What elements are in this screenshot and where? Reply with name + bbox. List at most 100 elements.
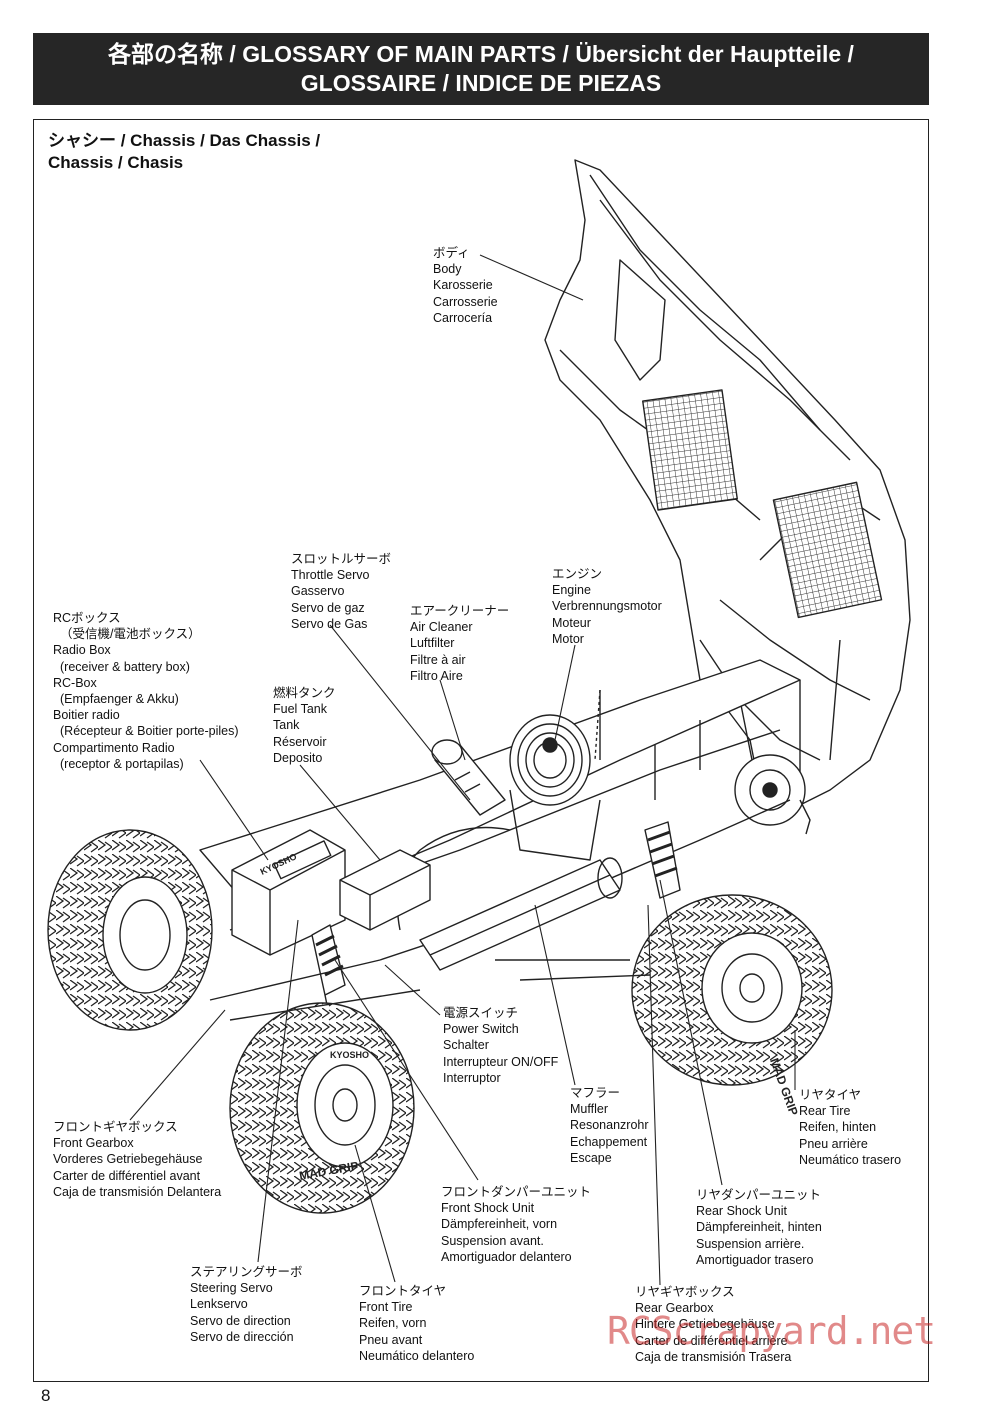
front-tire-maker: KYOSHO: [330, 1050, 369, 1060]
label-rear-tire-es: Neumático trasero: [799, 1152, 902, 1167]
label-radio-box-en: Radio Box: [53, 643, 111, 658]
label-air-cleaner-en: Air Cleaner: [410, 620, 473, 635]
label-air-cleaner: エアークリーナー Air Cleaner Luftfilter Filtre à…: [410, 603, 509, 684]
label-fuel-tank-en: Fuel Tank: [273, 702, 327, 717]
fuel-tank-shape: [339, 849, 431, 931]
label-body-de: Karosserie: [433, 278, 493, 293]
label-fuel-tank-fr: Réservoir: [273, 734, 327, 749]
label-radio-box-fr: Boitier radio: [53, 708, 120, 723]
label-front-gearbox-en: Front Gearbox: [53, 1136, 134, 1151]
label-muffler-fr: Echappement: [570, 1134, 648, 1149]
label-fuel-tank-ja: 燃料タンク: [273, 686, 336, 700]
engine: [509, 714, 601, 861]
label-power-switch-es: Interruptor: [443, 1070, 501, 1085]
label-rear-shock-es: Amortiguador trasero: [696, 1252, 814, 1267]
label-body-ja: ボディ: [433, 246, 470, 260]
label-rear-shock-ja: リヤダンパーユニット: [696, 1188, 822, 1202]
label-engine: エンジン Engine Verbrennungsmotor Moteur Mot…: [552, 566, 662, 647]
label-rear-gearbox-es: Caja de transmisión Trasera: [635, 1349, 792, 1364]
label-throttle-servo-es: Servo de Gas: [291, 616, 368, 631]
air-cleaner: [431, 739, 506, 816]
body-post: [799, 799, 811, 835]
label-engine-es: Motor: [552, 631, 584, 646]
label-rear-shock: リヤダンパーユニット Rear Shock Unit Dämpfereinhei…: [696, 1187, 822, 1268]
label-steering-servo: ステアリングサーボ Steering Servo Lenkservo Servo…: [190, 1264, 303, 1345]
label-air-cleaner-de: Luftfilter: [410, 636, 455, 651]
rear-left-tire-shape: [470, 700, 610, 820]
label-steering-servo-ja: ステアリングサーボ: [190, 1265, 303, 1279]
label-front-shock-fr: Suspension avant.: [441, 1233, 544, 1248]
label-throttle-servo: スロットルサーボ Throttle Servo Gasservo Servo d…: [291, 551, 391, 632]
label-fuel-tank: 燃料タンク Fuel Tank Tank Réservoir Deposito: [273, 685, 336, 766]
section-title: シャシー / Chassis / Das Chassis / Chassis /…: [48, 130, 320, 174]
label-front-gearbox-es: Caja de transmisión Delantera: [53, 1184, 222, 1199]
label-front-tire: フロントタイヤ Front Tire Reifen, vorn Pneu ava…: [359, 1283, 474, 1364]
label-fuel-tank-es: Deposito: [273, 750, 323, 765]
label-power-switch-de: Schalter: [443, 1038, 489, 1053]
illustration-frame: [33, 119, 929, 1382]
label-radio-box-de: RC-Box: [53, 675, 97, 690]
rear-shock-shape: [644, 821, 681, 899]
label-muffler-ja: マフラー: [570, 1086, 621, 1100]
label-rear-tire-en: Rear Tire: [799, 1104, 851, 1119]
label-throttle-servo-de: Gasservo: [291, 584, 345, 599]
label-front-gearbox: フロントギヤボックス Front Gearbox Vorderes Getrie…: [53, 1119, 221, 1200]
label-radio-box-es: Compartimento Radio: [53, 740, 175, 755]
body-shell: [544, 159, 911, 811]
label-front-tire-en: Front Tire: [359, 1300, 413, 1315]
label-front-shock-en: Front Shock Unit: [441, 1201, 535, 1216]
label-radio-box-en-sub: (receiver & battery box): [60, 659, 190, 674]
label-rear-tire-ja: リヤタイヤ: [799, 1088, 862, 1102]
label-engine-en: Engine: [552, 583, 591, 598]
label-rear-tire-fr: Pneu arrière: [799, 1136, 868, 1151]
label-engine-fr: Moteur: [552, 615, 591, 630]
label-muffler-en: Muffler: [570, 1102, 608, 1117]
label-front-gearbox-de: Vorderes Getriebegehäuse: [53, 1152, 203, 1167]
label-body-es: Carrocería: [433, 310, 493, 325]
rear-right-tire-shape: [631, 894, 833, 1086]
label-body-fr: Carrosserie: [433, 294, 498, 309]
label-power-switch-fr: Interrupteur ON/OFF: [443, 1054, 559, 1069]
label-rear-tire: リヤタイヤ Rear Tire Reifen, hinten Pneu arri…: [799, 1087, 901, 1168]
watermark: RCScrapyard.net: [607, 1309, 936, 1353]
label-power-switch: 電源スイッチ Power Switch Schalter Interrupteu…: [443, 1005, 558, 1086]
label-rear-gearbox-en: Rear Gearbox: [635, 1301, 714, 1316]
label-radio-box-fr-sub: (Récepteur & Boitier porte-piles): [60, 724, 239, 739]
label-front-tire-fr: Pneu avant: [359, 1332, 423, 1347]
label-throttle-servo-ja: スロットルサーボ: [291, 552, 392, 566]
label-air-cleaner-es: Filtro Aire: [410, 668, 463, 683]
radio-box-shape: [231, 829, 346, 956]
label-rear-shock-en: Rear Shock Unit: [696, 1204, 788, 1219]
page-header: 各部の名称 / GLOSSARY OF MAIN PARTS / Übersic…: [33, 33, 929, 105]
label-rear-tire-de: Reifen, hinten: [799, 1120, 877, 1135]
label-radio-box-de-sub: (Empfaenger & Akku): [60, 692, 179, 707]
label-steering-servo-de: Lenkservo: [190, 1297, 248, 1312]
header-line-2: GLOSSAIRE / INDICE DE PIEZAS: [300, 70, 662, 96]
label-front-shock-de: Dämpfereinheit, vorn: [441, 1217, 558, 1232]
page-number: 8: [41, 1386, 51, 1405]
label-throttle-servo-en: Throttle Servo: [291, 568, 370, 583]
label-front-shock-ja: フロントダンパーユニット: [441, 1185, 592, 1199]
label-rear-gearbox-ja: リヤギヤボックス: [635, 1285, 735, 1299]
label-front-tire-es: Neumático delantero: [359, 1348, 475, 1363]
front-right-tire-shape: [229, 1002, 415, 1214]
label-radio-box-es-sub: (receptor & portapilas): [60, 756, 184, 771]
label-muffler: マフラー Muffler Resonanzrohr Echappement Es…: [570, 1085, 649, 1166]
rear-tire-brand: MAD GRIP: [767, 1056, 801, 1117]
label-power-switch-ja: 電源スイッチ: [443, 1006, 519, 1020]
label-front-tire-ja: フロントタイヤ: [359, 1284, 447, 1298]
front-left-tire-shape: [47, 829, 213, 1031]
label-muffler-de: Resonanzrohr: [570, 1118, 649, 1133]
leader-lines: [129, 254, 796, 1286]
label-rear-gearbox: リヤギヤボックス Rear Gearbox Hintere Getriebege…: [635, 1284, 791, 1365]
label-muffler-es: Escape: [570, 1150, 612, 1165]
label-power-switch-en: Power Switch: [443, 1022, 519, 1037]
label-steering-servo-en: Steering Servo: [190, 1281, 273, 1296]
label-throttle-servo-fr: Servo de gaz: [291, 600, 365, 615]
label-front-gearbox-ja: フロントギヤボックス: [53, 1120, 178, 1134]
label-steering-servo-fr: Servo de direction: [190, 1313, 291, 1328]
label-rear-shock-de: Dämpfereinheit, hinten: [696, 1220, 822, 1235]
label-radio-box: RCボックス （受信機/電池ボックス） Radio Box (receiver …: [53, 610, 239, 772]
label-front-tire-de: Reifen, vorn: [359, 1316, 427, 1331]
